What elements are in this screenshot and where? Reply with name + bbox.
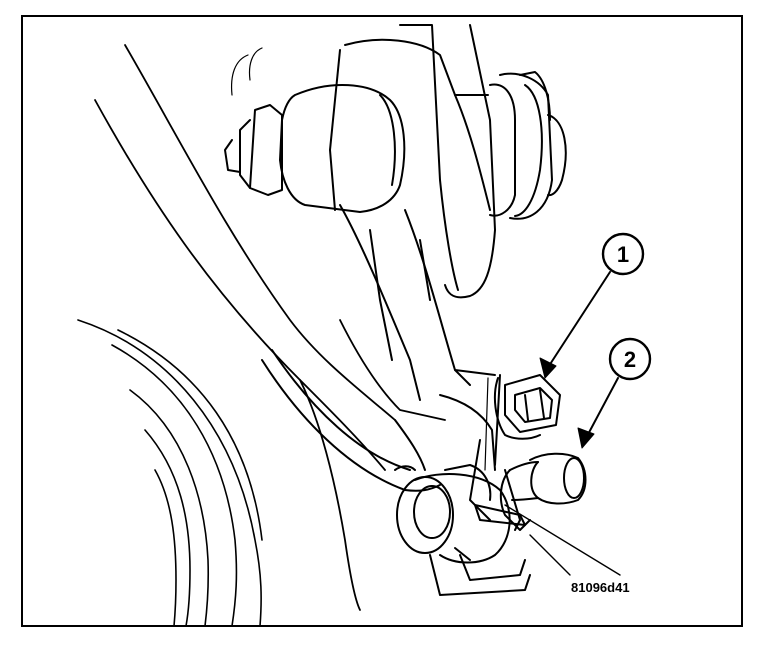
lower-edge-line [529, 534, 571, 576]
upper-mount [224, 24, 567, 299]
wheel-hub-lines [77, 319, 263, 627]
sway-bar-link [499, 452, 587, 531]
figure-frame [21, 15, 743, 627]
callout-1: 1 [539, 232, 645, 379]
callout-1-leader [544, 271, 611, 373]
code-leader-line [504, 504, 621, 576]
callout-2-arrowhead [577, 427, 595, 449]
callout-2-circle [608, 337, 652, 381]
callout-2: 2 [577, 337, 652, 449]
callout-1-circle [601, 232, 645, 276]
flange-bolt [493, 374, 561, 440]
callout-2-number: 2 [624, 347, 636, 372]
callout-1-arrowhead [539, 357, 557, 379]
callout-1-number: 1 [617, 242, 629, 267]
callout-2-leader [584, 377, 619, 441]
knuckle-outline [94, 44, 446, 611]
sway-bar [261, 349, 531, 596]
figure-code: 81096d41 [571, 580, 630, 595]
